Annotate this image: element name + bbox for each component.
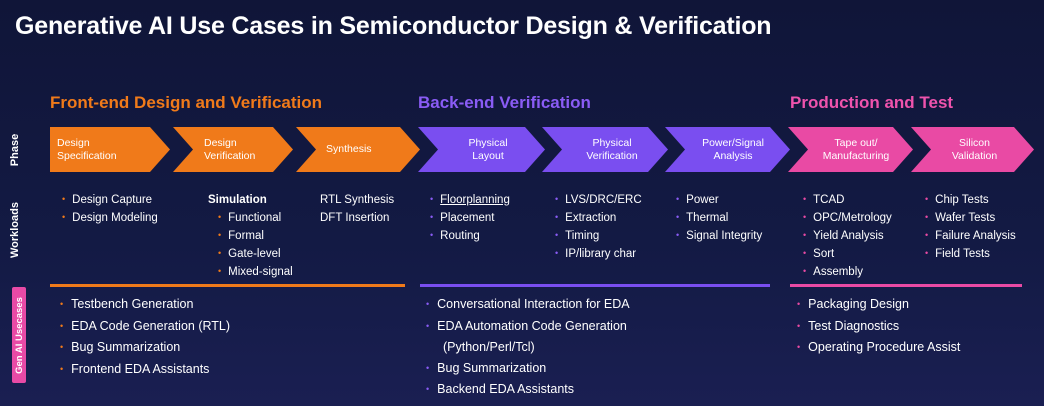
list-item: •Thermal [676, 212, 729, 224]
workloads-design-verif: Simulation •Functional •Formal •Gate-lev… [208, 191, 293, 281]
workloads-synthesis: RTL Synthesis DFT Insertion [320, 191, 394, 227]
list-item: •Power [676, 194, 719, 206]
list-item: •IP/library char [555, 248, 637, 260]
divider-production [790, 284, 1022, 287]
list-item: •Conversational Interaction for EDA [426, 297, 630, 311]
section-production: Production and Test [790, 93, 954, 112]
list-item: •Signal Integrity [676, 230, 763, 242]
section-back-end: Back-end Verification [418, 93, 591, 112]
workloads-tapeout: •TCAD •OPC/Metrology •Yield Analysis •So… [803, 191, 892, 281]
list-item: •Field Tests [925, 248, 990, 260]
list-item: •Design Modeling [62, 212, 158, 224]
row-label-phase: Phase [9, 133, 22, 167]
workload-header-simulation: Simulation [208, 194, 267, 206]
page-title: Generative AI Use Cases in Semiconductor… [15, 12, 772, 40]
divider-back [420, 284, 770, 287]
row-label-workloads: Workloads [9, 201, 21, 259]
list-item: •Placement [430, 212, 495, 224]
list-item: •Bug Summarization [426, 360, 547, 375]
list-item: •Floorplanning [430, 194, 510, 206]
list-item: •Bug Summarization [60, 340, 181, 354]
workloads-power-signal: •Power •Thermal •Signal Integrity [676, 191, 762, 245]
list-item: •Frontend EDA Assistants [60, 361, 210, 376]
list-item: •Extraction [555, 212, 617, 224]
list-item: •Wafer Tests [925, 212, 996, 224]
list-item: •Testbench Generation [60, 297, 194, 311]
list-item: •Failure Analysis [925, 230, 1016, 242]
list-item: •Backend EDA Assistants [426, 382, 575, 396]
list-item: •Design Capture [62, 194, 153, 206]
list-item: •TCAD [803, 194, 845, 206]
list-item: •Assembly [803, 266, 864, 278]
list-item: (Python/Perl/Tcl) [443, 340, 535, 354]
workloads-physical-verif: •LVS/DRC/ERC •Extraction •Timing •IP/lib… [555, 191, 642, 263]
divider-front [50, 284, 405, 287]
list-item: •Timing [555, 230, 600, 242]
workloads-physical-layout: •Floorplanning •Placement •Routing [430, 191, 510, 245]
genai-front: •Testbench Generation •EDA Code Generati… [60, 294, 230, 380]
workloads-silicon: •Chip Tests •Wafer Tests •Failure Analys… [925, 191, 1016, 263]
list-item: •EDA Automation Code Generation [426, 318, 627, 333]
list-item: •LVS/DRC/ERC [555, 194, 642, 206]
list-item: •Functional [218, 212, 282, 224]
list-item: •Gate-level [218, 248, 281, 260]
list-item: •Mixed-signal [218, 266, 293, 278]
list-item: •Packaging Design [797, 297, 909, 311]
list-item: •Test Diagnostics [797, 318, 900, 333]
section-front-end: Front-end Design and Verification [50, 93, 323, 112]
list-item: RTL Synthesis [320, 194, 395, 206]
genai-production: •Packaging Design •Test Diagnostics •Ope… [797, 294, 960, 359]
list-item: •OPC/Metrology [803, 212, 892, 224]
list-item: •Yield Analysis [803, 230, 884, 242]
list-item: •Formal [218, 230, 264, 242]
list-item: •Sort [803, 248, 835, 260]
row-label-genai: Gen AI Usecases [12, 287, 26, 383]
genai-back: •Conversational Interaction for EDA •EDA… [426, 294, 630, 401]
list-item: •EDA Code Generation (RTL) [60, 318, 231, 333]
phase-tapeout: Tape out/Manufacturing [822, 136, 890, 162]
phase-synthesis: Synthesis [326, 143, 372, 155]
workloads-design-spec: •Design Capture •Design Modeling [62, 191, 158, 227]
list-item: DFT Insertion [320, 212, 390, 224]
list-item: •Routing [430, 230, 480, 242]
list-item: •Chip Tests [925, 194, 989, 206]
list-item: •Operating Procedure Assist [797, 340, 961, 354]
